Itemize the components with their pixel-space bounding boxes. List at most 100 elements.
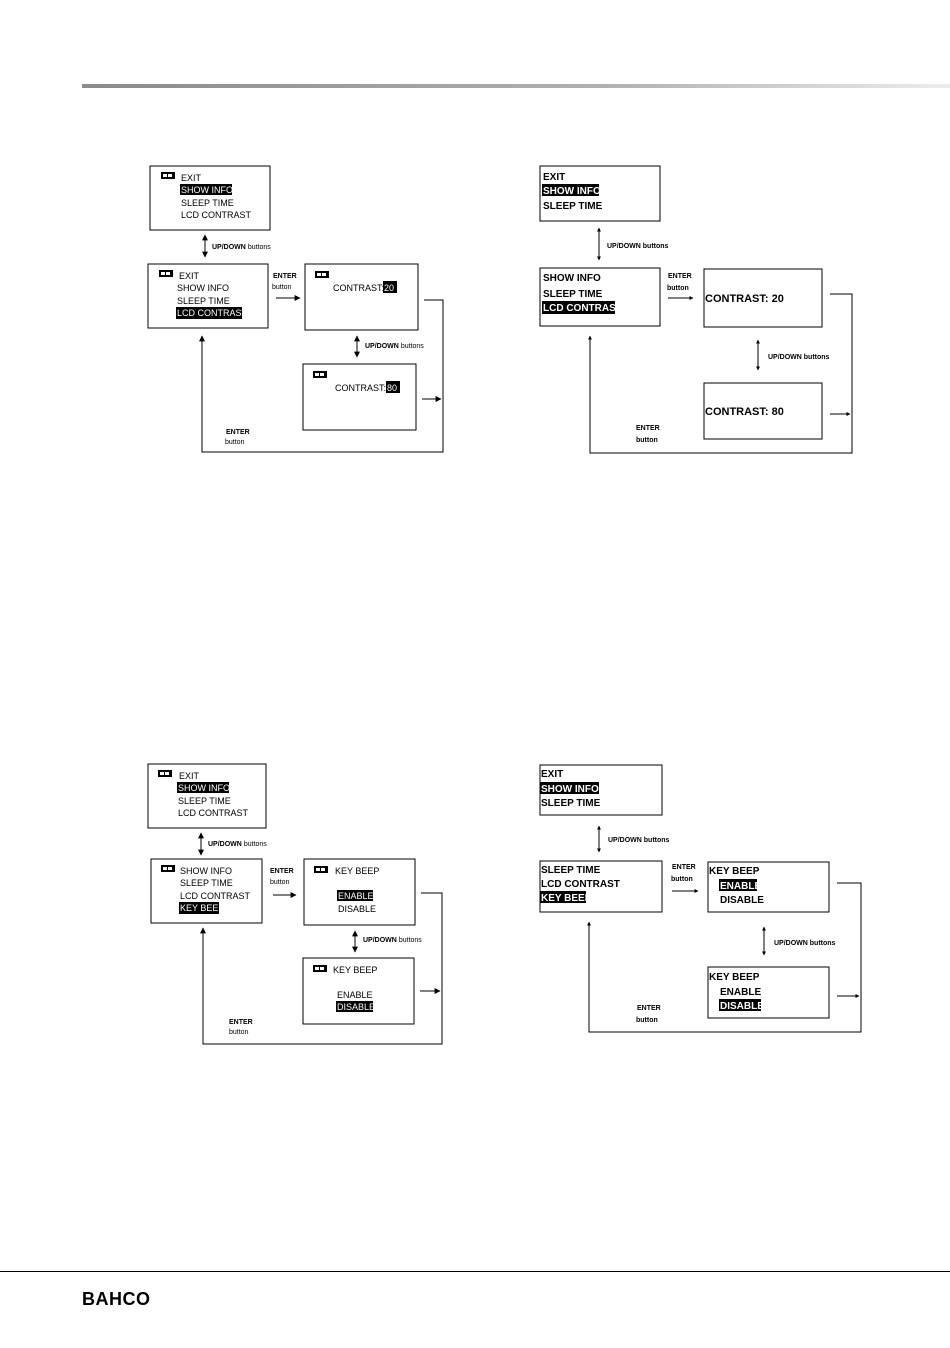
option-disable: DISABLE <box>337 1002 375 1012</box>
menu-highlight <box>179 902 219 914</box>
contrast-label: CONTRAST: <box>335 383 386 393</box>
menu-sleep-time: SLEEP TIME <box>178 796 231 806</box>
menu-highlight <box>180 184 232 195</box>
option-enable: ENABLE <box>720 987 761 998</box>
return-path <box>200 892 443 1045</box>
contrast-value-20: 20 <box>384 283 394 293</box>
beep-title: KEY BEEP <box>709 972 760 983</box>
beep-title: KEY BEEP <box>335 866 379 876</box>
enter-label: ENTER <box>226 429 250 436</box>
option-highlight <box>719 999 761 1011</box>
menu-show-info: SHOW INFO <box>178 783 230 793</box>
enter-button-label: button <box>225 439 245 446</box>
menu-lcd-contrast: LCD CONTRAST <box>543 303 622 314</box>
menu-lcd-contrast: LCD CONTRAST <box>177 308 248 318</box>
enter-label: ENTER <box>636 425 660 432</box>
contrast-80-text: CONTRAST: 80 <box>705 406 784 418</box>
value-highlight <box>386 381 400 393</box>
enter-label: ENTER <box>637 1005 661 1012</box>
option-enable: ENABLE <box>720 881 761 892</box>
menu-exit: EXIT <box>179 771 200 781</box>
enter-label: ENTER <box>270 868 294 875</box>
menu-show-info: SHOW INFO <box>543 186 601 197</box>
menu-exit: EXIT <box>179 271 200 281</box>
menu-sleep-time: SLEEP TIME <box>543 201 603 212</box>
header-rule <box>82 84 950 88</box>
option-disable: DISABLE <box>720 1001 764 1012</box>
up-down-label: UP/DOWN buttons <box>774 940 836 947</box>
enter-button-label: button <box>229 1029 249 1036</box>
contrast-20-text: CONTRAST: 20 <box>705 293 784 305</box>
menu-sleep-time: SLEEP TIME <box>181 198 234 208</box>
option-disable: DISABLE <box>720 895 764 906</box>
beep-title: KEY BEEP <box>709 866 760 877</box>
menu-highlight <box>540 782 599 794</box>
option-highlight <box>719 879 757 891</box>
enter-button-label: button <box>671 876 693 883</box>
contrast-value-80: 80 <box>387 383 397 393</box>
enter-label: ENTER <box>273 273 297 280</box>
option-disable: DISABLE <box>338 904 376 914</box>
footer-rule <box>0 1271 950 1272</box>
lcd-screen-contrast-20 <box>703 268 823 328</box>
menu-lcd-contrast: LCD CONTRAST <box>178 808 249 818</box>
menu-sleep-time: SLEEP TIME <box>543 289 603 300</box>
menu-sleep-time: SLEEP TIME <box>541 865 601 876</box>
return-path <box>587 882 862 1033</box>
bahco-logo: BAHCO <box>82 1289 151 1309</box>
menu-key-beep: KEY BEEP <box>180 903 224 913</box>
menu-highlight <box>176 307 242 319</box>
lcd-screen-lcd-contrast <box>539 267 661 327</box>
diagram-lcd-contrast-left: EXIT SHOW INFO SLEEP TIME LCD CONTRAST U… <box>147 165 444 453</box>
menu-show-info: SHOW INFO <box>180 866 232 876</box>
enter-label: ENTER <box>229 1019 253 1026</box>
menu-sleep-time: SLEEP TIME <box>180 878 233 888</box>
up-down-label: UP/DOWN buttons <box>608 837 670 844</box>
up-down-label: UP/DOWN buttons <box>768 354 830 361</box>
menu-lcd-contrast: LCD CONTRAST <box>181 210 252 220</box>
menu-show-info: SHOW INFO <box>543 273 601 284</box>
menu-lcd-contrast: LCD CONTRAST <box>541 879 620 890</box>
enter-button-label: button <box>270 879 290 886</box>
menu-exit: EXIT <box>541 769 563 780</box>
menu-sleep-time: SLEEP TIME <box>541 798 601 809</box>
menu-highlight <box>542 184 599 196</box>
menu-show-info: SHOW INFO <box>181 185 233 195</box>
lcd-screen-key-beep <box>539 860 663 913</box>
menu-exit: EXIT <box>543 172 565 183</box>
diagram-lcd-contrast-right: EXIT SHOW INFO SLEEP TIME UP/DOWN button… <box>539 165 853 454</box>
option-enable: ENABLE <box>337 990 373 1000</box>
beep-title: KEY BEEP <box>333 965 377 975</box>
menu-highlight <box>540 891 586 903</box>
contrast-label: CONTRAST: <box>333 283 384 293</box>
enter-label: ENTER <box>672 864 696 871</box>
menu-exit: EXIT <box>181 173 202 183</box>
menu-sleep-time: SLEEP TIME <box>177 296 230 306</box>
enter-button-label: button <box>636 437 658 444</box>
up-down-label: UP/DOWN buttons <box>607 243 669 250</box>
menu-highlight <box>542 301 615 314</box>
diagram-key-beep-left: EXIT SHOW INFO SLEEP TIME LCD CONTRAST U… <box>147 763 443 1045</box>
option-enable: ENABLE <box>338 891 374 901</box>
menu-show-info: SHOW INFO <box>177 283 229 293</box>
option-highlight <box>336 1001 373 1012</box>
value-highlight <box>383 281 397 293</box>
option-highlight <box>337 890 373 901</box>
menu-lcd-contrast: LCD CONTRAST <box>180 891 251 901</box>
return-path <box>199 299 444 453</box>
menu-highlight <box>177 782 229 793</box>
return-path <box>588 293 853 454</box>
enter-button-label: button <box>667 285 689 292</box>
enter-button-label: button <box>272 284 292 291</box>
lcd-screen-contrast-80 <box>703 382 823 440</box>
enter-button-label: button <box>636 1017 658 1024</box>
menu-show-info: SHOW INFO <box>541 784 599 795</box>
diagram-key-beep-right: EXIT SHOW INFO SLEEP TIME UP/DOWN button… <box>539 764 862 1033</box>
enter-label: ENTER <box>668 273 692 280</box>
menu-key-beep: KEY BEEP <box>541 893 592 904</box>
